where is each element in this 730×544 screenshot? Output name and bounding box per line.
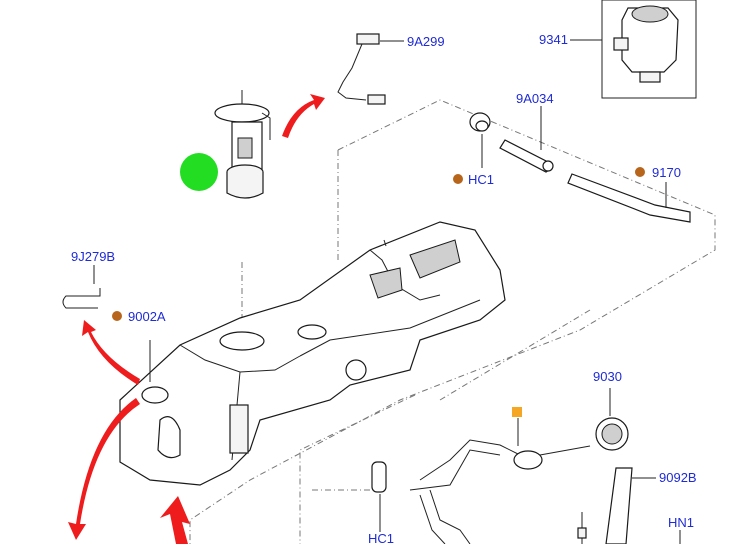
callout-labels: 9341 9A299 9A034 HC1 9170 9J279B 9002A 9… [71, 32, 697, 544]
callout-9j279b: 9J279B [71, 249, 115, 264]
tank-strap [605, 467, 656, 544]
callout-9002a: 9002A [128, 309, 166, 324]
vapor-valve-box [570, 0, 697, 99]
callout-9341: 9341 [539, 32, 568, 47]
callout-9a034: 9A034 [516, 91, 554, 106]
arrow-tank-down [68, 398, 140, 540]
callout-9170: 9170 [652, 165, 681, 180]
marker-dot-9170 [635, 167, 645, 177]
arrow-up-bottom [160, 496, 190, 544]
callout-9a299: 9A299 [407, 34, 445, 49]
hose-clamp-top [469, 112, 491, 168]
filler-cap [595, 388, 629, 451]
filler-pipe-segment [499, 106, 554, 173]
callout-hn1: HN1 [668, 515, 694, 530]
callout-9030: 9030 [593, 369, 622, 384]
arrow-pump-to-sender [282, 94, 325, 138]
arrow-tank-to-strap [82, 320, 140, 385]
highlight-marker [180, 153, 218, 191]
callout-hc1-bottom: HC1 [368, 531, 394, 544]
fuel-level-sender [337, 33, 404, 105]
filler-neck-assembly [409, 418, 591, 544]
note-markers [112, 167, 645, 417]
fuel-pump-module [214, 90, 271, 199]
callout-hc1-top: HC1 [468, 172, 494, 187]
nut-hn1 [577, 512, 681, 544]
hose-clamp-bottom [371, 461, 387, 532]
red-arrows [68, 94, 325, 544]
marker-square [512, 407, 522, 417]
marker-dot-hc1 [453, 174, 463, 184]
vent-hose [567, 173, 691, 223]
callout-9092b: 9092B [659, 470, 697, 485]
marker-dot-9002a [112, 311, 122, 321]
tank-strap-clip [62, 265, 101, 309]
fuel-tank [119, 221, 506, 486]
